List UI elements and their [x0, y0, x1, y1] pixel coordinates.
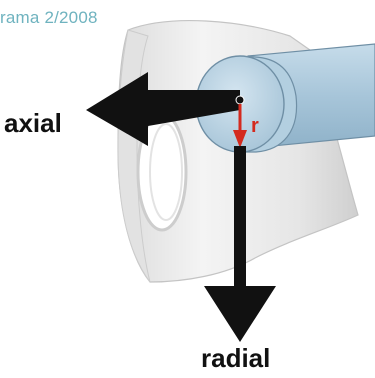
radius-label: r	[251, 115, 259, 137]
source-caption: rama 2/2008	[0, 8, 98, 27]
shaft-center-point	[235, 95, 245, 105]
radial-arrow	[204, 146, 276, 342]
radius-arrowhead	[233, 130, 247, 148]
inner-ring-shadow	[149, 123, 183, 221]
axial-label: axial	[4, 108, 62, 138]
axial-arrow	[86, 72, 240, 146]
radial-label: radial	[201, 343, 271, 373]
